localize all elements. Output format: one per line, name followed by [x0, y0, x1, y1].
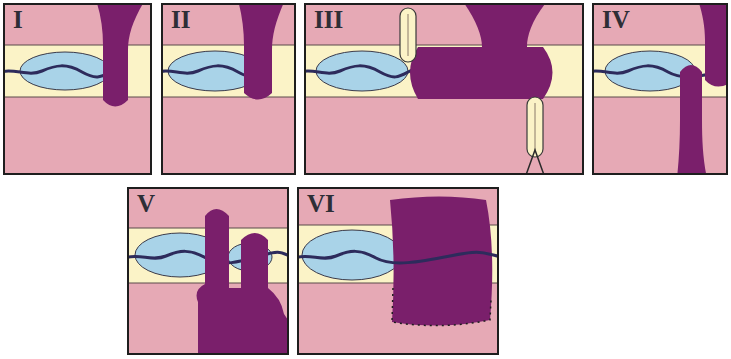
- panel-label: IV: [602, 6, 630, 34]
- panel-frame: VI: [297, 187, 499, 355]
- blue-lumen: [20, 52, 110, 90]
- panel-label: II: [171, 6, 190, 34]
- drain-tie: [526, 150, 544, 175]
- drain-lumen: [408, 14, 409, 56]
- panel-frame: V: [127, 187, 289, 355]
- panel-illustration: [304, 3, 584, 175]
- panel-label: V: [137, 190, 155, 218]
- panel-frame: II: [161, 3, 296, 175]
- panel-illustration: [3, 3, 152, 175]
- panel-illustration: [161, 3, 296, 175]
- purple-patch: [390, 197, 492, 326]
- purple-tract: [96, 3, 145, 107]
- drain-tube: [400, 8, 416, 62]
- tissue-background: [297, 187, 499, 355]
- wire: [297, 251, 499, 263]
- purple-tract: [238, 3, 285, 100]
- blue-lumen: [302, 230, 402, 280]
- purple-tract: [677, 65, 707, 175]
- panel-frame: I: [3, 3, 152, 175]
- purple-tract: [197, 209, 289, 355]
- wire: [3, 66, 115, 77]
- purple-tract: [698, 3, 728, 87]
- panel-label: I: [13, 6, 23, 34]
- blue-lumen: [316, 51, 408, 91]
- wire: [304, 66, 412, 77]
- drain-lumen: [535, 103, 536, 150]
- panel-label: VI: [307, 190, 335, 218]
- panel-illustration: [592, 3, 728, 175]
- panel-illustration: [127, 187, 289, 355]
- panel-illustration: [297, 187, 499, 355]
- duct-band: [3, 45, 152, 97]
- suture-line: [392, 288, 491, 326]
- panel-frame: III: [304, 3, 584, 175]
- panel-frame: IV: [592, 3, 728, 175]
- duct-band: [161, 45, 296, 97]
- purple-cavity: [410, 3, 553, 99]
- panel-label: III: [314, 6, 343, 34]
